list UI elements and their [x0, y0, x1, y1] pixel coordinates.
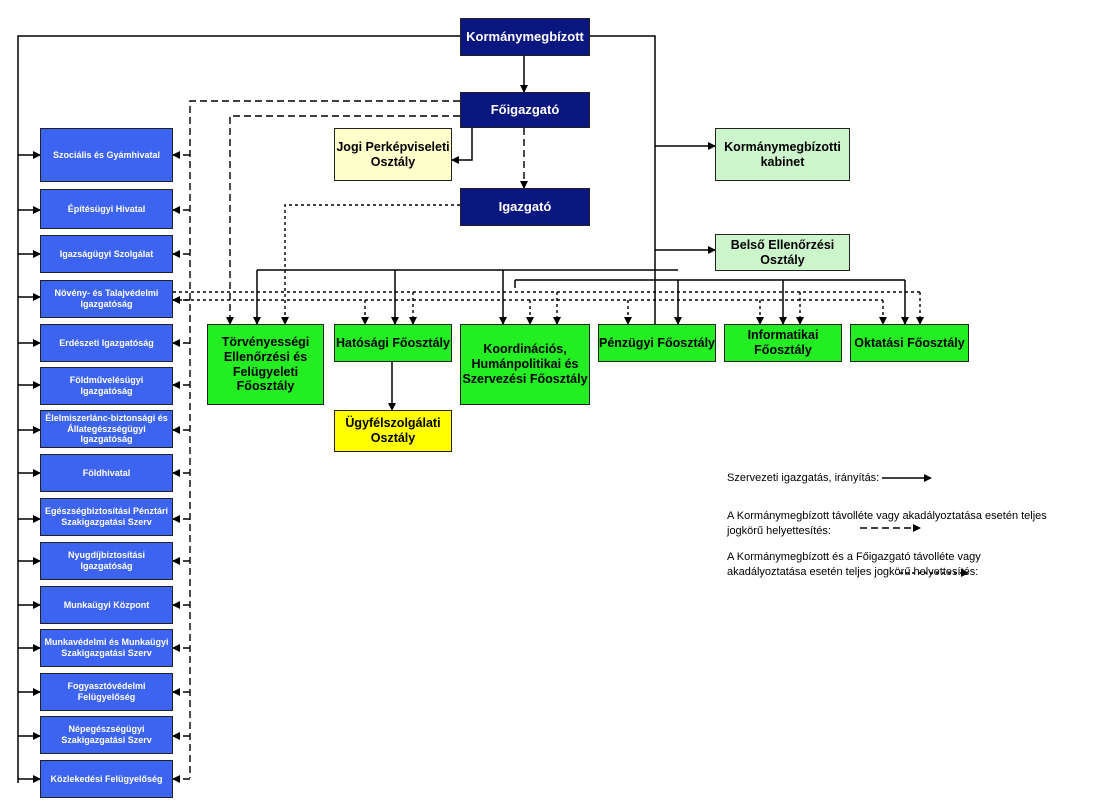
kabinet-box: Kormánymegbízotti kabinet: [715, 128, 850, 181]
office-box: Közlekedési Felügyelőség: [40, 760, 173, 798]
kormanymegbizott-box: Kormánymegbízott: [460, 18, 590, 56]
department-box: Törvényességi Ellenőrzési és Felügyeleti…: [207, 324, 324, 405]
department-box: Hatósági Főosztály: [334, 324, 452, 362]
ugyfelszolgalati-box: Ügyfélszolgálati Osztály: [334, 410, 452, 452]
legend-dotted-label: A Kormánymegbízott és a Főigazgató távol…: [727, 551, 981, 578]
office-box: Igazságügyi Szolgálat: [40, 235, 173, 273]
jogi-osztaly-box: Jogi Perképviseleti Osztály: [334, 128, 452, 181]
office-box: Élelmiszerlánc-biztonsági és Állategészs…: [40, 410, 173, 448]
legend-dashed-line: [860, 524, 921, 532]
igazgato-box: Igazgató: [460, 188, 590, 226]
office-box: Növény- és Talajvédelmi Igazgatóság: [40, 280, 173, 318]
department-box: Oktatási Főosztály: [850, 324, 969, 362]
office-box: Munkaügyi Központ: [40, 586, 173, 624]
belso-ellenorzesi-box: Belső Ellenőrzési Osztály: [715, 234, 850, 271]
legend-dotted-line: [900, 569, 969, 577]
office-box: Munkavédelmi és Munkaügyi Szakigazgatási…: [40, 629, 173, 667]
department-box: Pénzügyi Főosztály: [598, 324, 716, 362]
office-box: Népegészségügyi Szakigazgatási Szerv: [40, 716, 173, 754]
legend-dashed-label: A Kormánymegbízott távolléte vagy akadál…: [727, 510, 1047, 537]
office-box: Erdészeti Igazgatóság: [40, 324, 173, 362]
office-box: Egészségbiztosítási Pénztári Szakigazgat…: [40, 498, 173, 536]
office-box: Földművelésügyi Igazgatóság: [40, 367, 173, 405]
office-box: Nyugdíjbiztosítási Igazgatóság: [40, 542, 173, 580]
legend-solid-line: [882, 474, 932, 482]
office-box: Földhivatal: [40, 454, 173, 492]
office-box: Építésügyi Hivatal: [40, 189, 173, 229]
office-box: Szociális és Gyámhivatal: [40, 128, 173, 182]
department-box: Informatikai Főosztály: [724, 324, 842, 362]
foigazgato-box: Főigazgató: [460, 92, 590, 128]
department-box: Koordinációs, Humánpolitikai és Szervezé…: [460, 324, 590, 405]
office-box: Fogyasztóvédelmi Felügyelőség: [40, 673, 173, 711]
legend-solid-label: Szervezeti igazgatás, irányítás:: [727, 472, 880, 484]
